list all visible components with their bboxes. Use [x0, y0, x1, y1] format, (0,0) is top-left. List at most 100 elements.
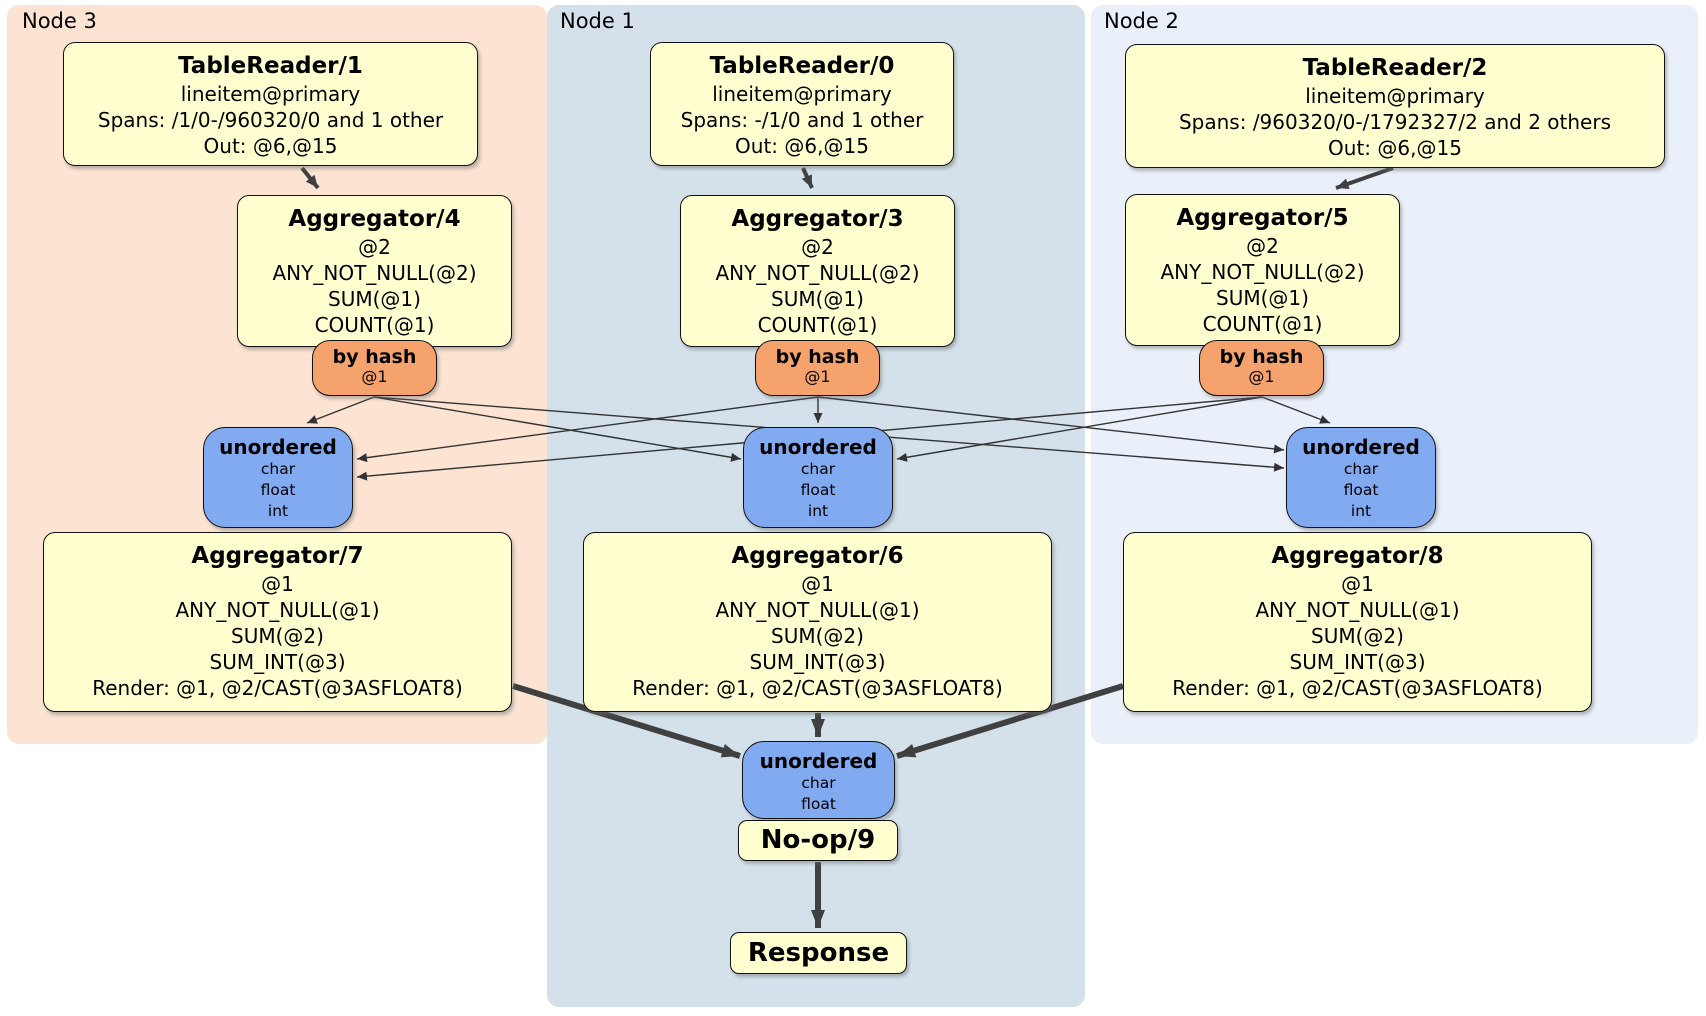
- sync-stream: int: [1350, 502, 1372, 520]
- box-line: lineitem@primary: [1305, 84, 1485, 108]
- box-line: Render: @1, @2/CAST(@3ASFLOAT8): [92, 676, 463, 700]
- sync-title: unordered: [1302, 435, 1420, 459]
- router-key: @1: [361, 367, 388, 386]
- edge-router3-sync3: [306, 396, 375, 424]
- sync-stream: char: [801, 774, 836, 792]
- router-key: @1: [804, 367, 831, 386]
- box-line: COUNT(@1): [1202, 312, 1323, 336]
- edge-agg7-outsync: [512, 683, 741, 759]
- box-line: @1: [261, 572, 294, 596]
- box-line: COUNT(@1): [314, 313, 435, 337]
- box-line: @2: [358, 235, 391, 259]
- box-line: ANY_NOT_NULL(@2): [1160, 260, 1365, 284]
- box-line: ANY_NOT_NULL(@2): [272, 261, 477, 285]
- box-title: Response: [747, 938, 890, 968]
- box-title: Aggregator/3: [731, 206, 904, 232]
- sync-title: unordered: [759, 435, 877, 459]
- sync-stream: float: [1343, 481, 1379, 499]
- box-line: SUM(@1): [328, 287, 421, 311]
- router-title: by hash: [775, 346, 860, 368]
- box-line: SUM_INT(@3): [749, 650, 886, 674]
- aggregator-5-box: Aggregator/5 @2 ANY_NOT_NULL(@2) SUM(@1)…: [1125, 194, 1400, 346]
- box-line: @1: [1341, 572, 1374, 596]
- box-title: TableReader/1: [178, 53, 363, 79]
- aggregator-7-box: Aggregator/7 @1 ANY_NOT_NULL(@1) SUM(@2)…: [43, 532, 512, 712]
- hash-router-node1: by hash @1: [755, 340, 880, 396]
- tablereader-1-box: TableReader/1 lineitem@primary Spans: /1…: [63, 42, 478, 166]
- box-line: SUM_INT(@3): [1289, 650, 1426, 674]
- sync-stream: int: [267, 502, 289, 520]
- box-title: Aggregator/5: [1176, 205, 1349, 231]
- unordered-sync-node2: unordered char float int: [1286, 427, 1436, 528]
- node3-label: Node 3: [22, 9, 97, 33]
- router-title: by hash: [332, 346, 417, 368]
- node2-label: Node 2: [1104, 9, 1179, 33]
- edge-router1-sync2: [817, 396, 1285, 454]
- unordered-sync-output: unordered char float: [742, 741, 895, 819]
- edge-router1-sync3: [356, 396, 819, 463]
- sync-stream: char: [1343, 460, 1379, 478]
- box-line: Spans: /960320/0-/1792327/2 and 2 others: [1178, 110, 1611, 134]
- hash-router-node2: by hash @1: [1199, 340, 1324, 396]
- box-title: Aggregator/8: [1271, 543, 1444, 569]
- box-line: Out: @6,@15: [735, 134, 869, 158]
- sync-stream: char: [800, 460, 836, 478]
- box-title: Aggregator/6: [731, 543, 904, 569]
- box-line: lineitem@primary: [180, 82, 361, 106]
- box-line: Out: @6,@15: [203, 134, 338, 158]
- aggregator-8-box: Aggregator/8 @1 ANY_NOT_NULL(@1) SUM(@2)…: [1123, 532, 1592, 712]
- noop-box: No-op/9: [738, 820, 898, 861]
- response-box: Response: [730, 932, 907, 974]
- box-line: lineitem@primary: [712, 82, 892, 106]
- edge-router2-sync2: [1261, 396, 1331, 424]
- box-title: TableReader/2: [1302, 55, 1488, 81]
- edge-router2-sync1: [896, 396, 1263, 462]
- box-title: No-op/9: [760, 825, 876, 855]
- hash-router-node3: by hash @1: [312, 340, 437, 396]
- unordered-sync-node1: unordered char float int: [743, 427, 893, 528]
- box-title: Aggregator/4: [288, 206, 461, 232]
- node1-label: Node 1: [560, 9, 635, 33]
- box-line: Render: @1, @2/CAST(@3ASFLOAT8): [1172, 676, 1543, 700]
- box-line: Spans: /1/0-/960320/0 and 1 other: [97, 108, 444, 132]
- aggregator-3-box: Aggregator/3 @2 ANY_NOT_NULL(@2) SUM(@1)…: [680, 195, 955, 347]
- box-title: TableReader/0: [709, 53, 895, 79]
- box-line: Out: @6,@15: [1328, 136, 1462, 160]
- edge-tr1-agg4: [300, 166, 320, 190]
- router-key: @1: [1248, 367, 1275, 386]
- router-title: by hash: [1219, 346, 1304, 368]
- box-line: SUM(@1): [1216, 286, 1309, 310]
- sync-stream: int: [807, 502, 829, 520]
- box-line: ANY_NOT_NULL(@2): [715, 261, 920, 285]
- box-line: ANY_NOT_NULL(@1): [715, 598, 920, 622]
- box-title: Aggregator/7: [191, 543, 364, 569]
- box-line: @2: [1246, 234, 1279, 258]
- box-line: SUM_INT(@3): [209, 650, 346, 674]
- edge-tr2-agg5: [1335, 166, 1394, 190]
- edge-agg8-outsync: [896, 683, 1124, 759]
- box-line: @1: [801, 572, 834, 596]
- box-line: Render: @1, @2/CAST(@3ASFLOAT8): [632, 676, 1003, 700]
- box-line: ANY_NOT_NULL(@1): [175, 598, 380, 622]
- sync-stream: float: [801, 795, 836, 813]
- box-line: SUM(@2): [1311, 624, 1404, 648]
- unordered-sync-node3: unordered char float int: [203, 427, 353, 528]
- aggregator-6-box: Aggregator/6 @1 ANY_NOT_NULL(@1) SUM(@2)…: [583, 532, 1052, 712]
- edge-tr0-agg3: [801, 167, 814, 189]
- box-line: SUM(@2): [771, 624, 864, 648]
- box-line: SUM(@2): [231, 624, 324, 648]
- sync-title: unordered: [759, 749, 878, 773]
- aggregator-4-box: Aggregator/4 @2 ANY_NOT_NULL(@2) SUM(@1)…: [237, 195, 512, 347]
- box-line: ANY_NOT_NULL(@1): [1255, 598, 1460, 622]
- box-line: SUM(@1): [771, 287, 864, 311]
- sync-title: unordered: [219, 435, 337, 459]
- sync-stream: float: [800, 481, 836, 499]
- tablereader-2-box: TableReader/2 lineitem@primary Spans: /9…: [1125, 44, 1665, 168]
- box-line: @2: [801, 235, 834, 259]
- tablereader-0-box: TableReader/0 lineitem@primary Spans: -/…: [650, 42, 954, 166]
- sync-stream: float: [260, 481, 296, 499]
- sync-stream: char: [260, 460, 296, 478]
- box-line: COUNT(@1): [757, 313, 878, 337]
- box-line: Spans: -/1/0 and 1 other: [680, 108, 924, 132]
